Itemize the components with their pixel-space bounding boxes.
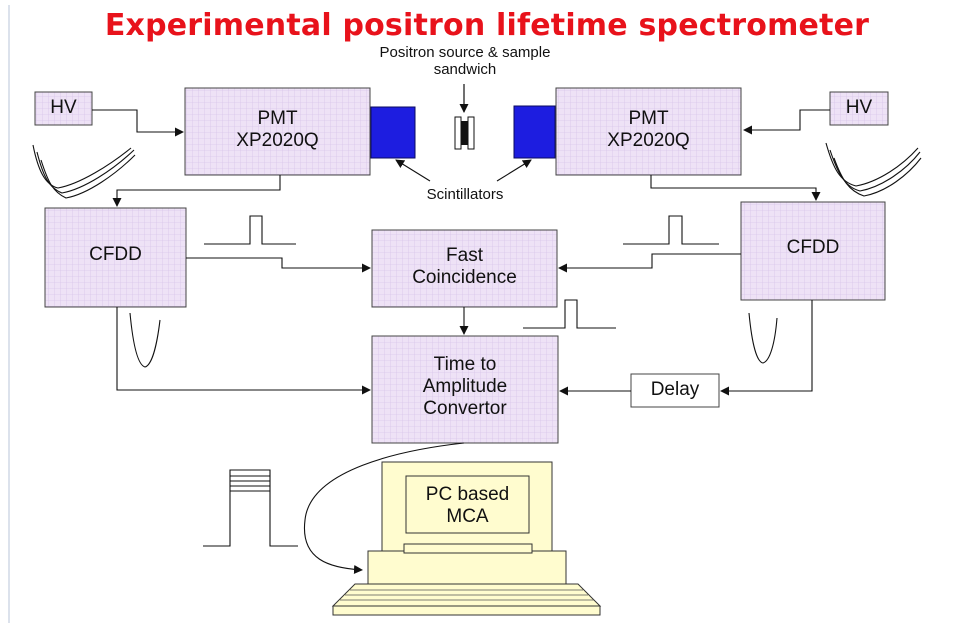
delay-box [630, 373, 720, 408]
pmt-pulse-icon-right [825, 142, 922, 197]
page-title: Experimental positron lifetime spectrome… [104, 8, 870, 43]
mca-label: PC based MCA [406, 484, 529, 528]
hv-left-box [34, 91, 93, 126]
source-sandwich-icon [454, 84, 475, 150]
source-label: Positron source & sample sandwich [360, 44, 570, 79]
logic-pulse-icons [204, 215, 719, 329]
computer-icon [331, 461, 602, 616]
mca-line2: MCA [446, 505, 489, 527]
delay-label: Delay [650, 379, 700, 400]
pmt-right-line1: PMT [628, 108, 669, 129]
hv-right-label: HV [845, 97, 873, 118]
scintillator-left [370, 106, 416, 159]
tac-line2: Amplitude [422, 375, 508, 397]
pmt-left-label: PMT XP2020Q [185, 108, 370, 152]
pmt-right-label: PMT XP2020Q [556, 108, 741, 152]
source-label-line2: sandwich [433, 61, 497, 79]
fast-coincidence-box [371, 229, 558, 308]
scintillator-right [513, 105, 556, 159]
amplitude-pulse-icon [203, 469, 298, 547]
tac-label: Time to Amplitude Convertor [372, 354, 558, 420]
signal-connectors [92, 109, 830, 574]
hv-right-box [829, 91, 889, 126]
pmt-left-line2: XP2020Q [236, 129, 319, 151]
pmt-left-box [184, 87, 371, 176]
hv-left-label: HV [50, 97, 77, 118]
cfdd-right-label: CFDD [786, 237, 840, 258]
cfdd-left-label: CFDD [89, 244, 142, 265]
tac-box [371, 335, 559, 444]
pmt-left-line1: PMT [257, 108, 298, 129]
cfdd-right-box [740, 201, 886, 301]
fast-coincidence-line1: Fast [446, 245, 483, 266]
negative-pulse-icons [129, 312, 778, 368]
tac-line1: Time to [433, 354, 497, 375]
source-label-line1: Positron source & sample [379, 44, 551, 61]
tac-line3: Convertor [423, 397, 507, 419]
pmt-right-line2: XP2020Q [607, 129, 690, 151]
fast-coincidence-label: Fast Coincidence [372, 245, 557, 289]
pmt-pulse-icon-left [32, 144, 136, 199]
scintillators-label: Scintillators [426, 186, 504, 203]
mca-line1: PC based [425, 484, 510, 505]
pmt-right-box [555, 87, 742, 176]
fast-coincidence-line2: Coincidence [412, 266, 517, 288]
